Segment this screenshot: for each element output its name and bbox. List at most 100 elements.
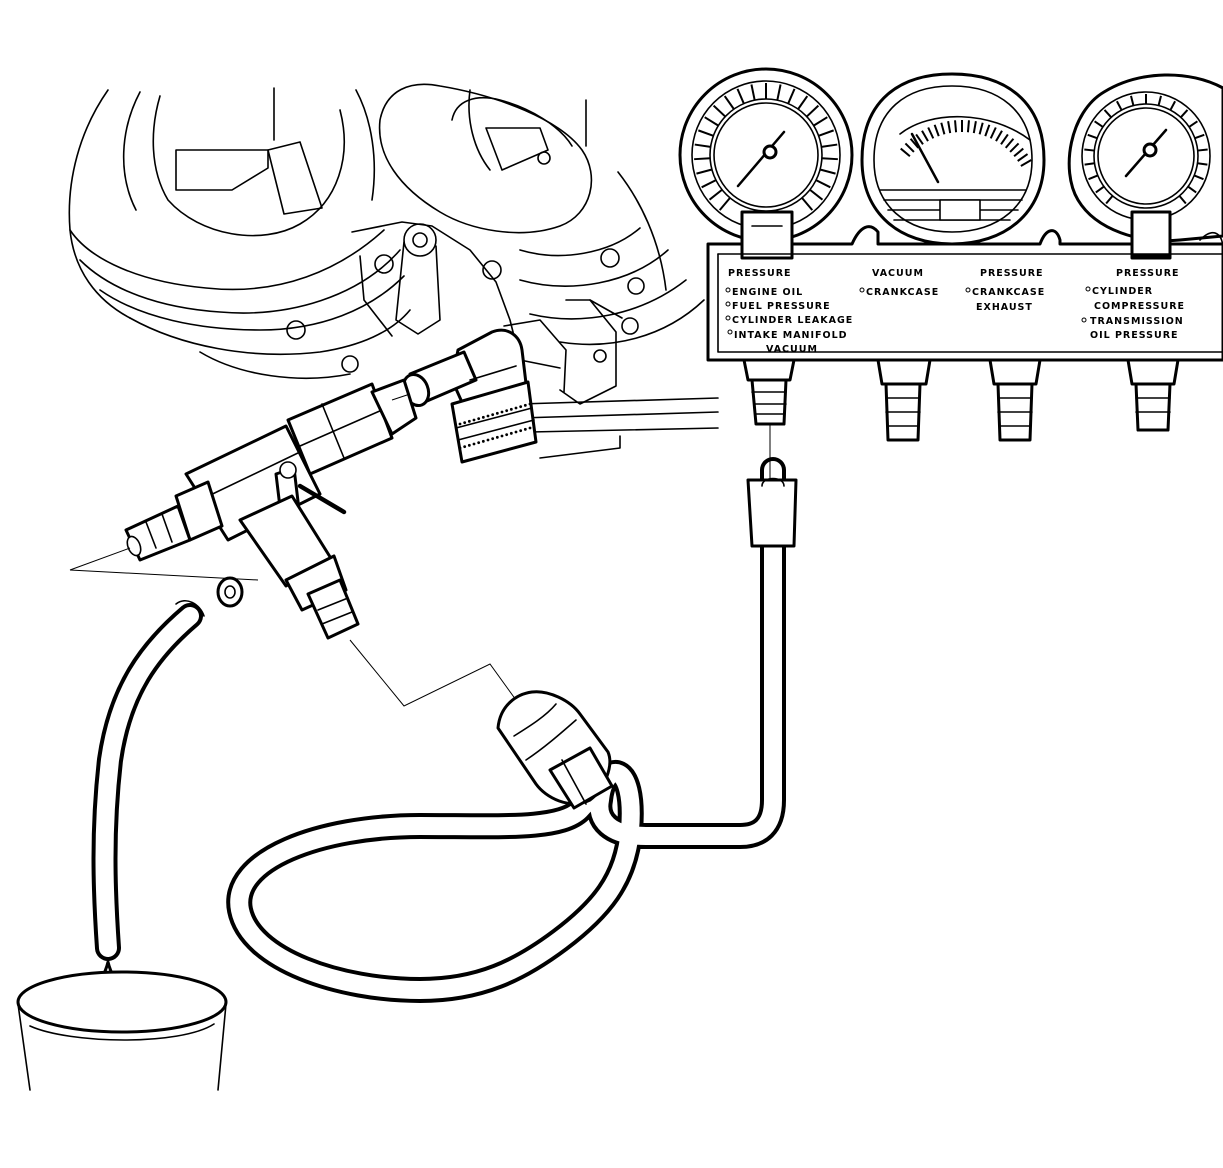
port-barb-2 [876, 358, 932, 442]
dial-tick [801, 197, 814, 211]
dial-tick [954, 120, 958, 133]
pressure-heading-3: PRESSURE [1116, 268, 1180, 279]
elbow-adapter [401, 328, 538, 464]
knurl-dot [528, 426, 532, 430]
label-vacuum-sub: VACUUM [766, 344, 818, 355]
pressure-heading-2: PRESSURE [980, 268, 1044, 279]
dial-tick [750, 84, 756, 101]
gauge-manifold: PRESSURE VACUUM PRESSURE PRESSURE ENGINE… [678, 67, 1223, 442]
dial-tick [1197, 162, 1208, 166]
label-transmission: TRANSMISSION [1090, 316, 1184, 327]
knurl-dot [491, 437, 495, 441]
dial-tick [694, 157, 711, 161]
dial-tick [927, 127, 935, 139]
right-dial-ticks [1084, 94, 1208, 205]
dial-tick [821, 143, 838, 148]
knurl-dot [523, 403, 527, 407]
label-engine-oil: ENGINE OIL [732, 287, 803, 298]
dial-tick [1013, 147, 1024, 158]
knurl-dot [486, 438, 490, 442]
knurl-dot [481, 439, 485, 443]
dial-tick [736, 88, 745, 104]
dial-tick [696, 168, 713, 175]
gauge-hose [226, 424, 798, 1003]
label-fuel-pressure: FUEL PRESSURE [732, 301, 831, 312]
dial-tick [1188, 120, 1198, 128]
dial-tick [984, 124, 991, 137]
dial-tick [940, 122, 946, 135]
dial-tick [1180, 109, 1189, 119]
dial-tick [1130, 95, 1135, 106]
dial-tick [966, 120, 970, 133]
knurl-dot [467, 419, 471, 423]
label-exhaust: EXHAUST [976, 302, 1033, 313]
dial-tick [797, 95, 809, 110]
pressure-heading-1: PRESSURE [728, 268, 792, 279]
knurl-dot [491, 413, 495, 417]
dial-tick [1197, 148, 1208, 152]
panel-labels: PRESSURE VACUUM PRESSURE PRESSURE ENGINE… [725, 268, 1185, 355]
dial-tick [1088, 174, 1099, 181]
dial-tick [933, 124, 940, 137]
dial-tick [787, 88, 796, 104]
dial-tick [694, 143, 711, 148]
knurl-dot [509, 431, 513, 435]
dial-tick [1087, 133, 1098, 140]
quick-coupler [496, 690, 614, 810]
knurl-dot [500, 434, 504, 438]
dial-tick [904, 142, 915, 153]
knurl-dot [500, 410, 504, 414]
dial-tick [1178, 195, 1187, 205]
dial-tick [1169, 100, 1176, 111]
dial-tick [989, 127, 997, 139]
left-dial-ticks [694, 83, 838, 211]
knurl-dot [463, 421, 467, 425]
dial-tick [1095, 185, 1105, 194]
knurl-dot [514, 430, 518, 434]
dial-tick [1187, 185, 1197, 194]
knurl-dot [477, 417, 481, 421]
knurl-dot [505, 433, 509, 437]
knurl-dot [505, 409, 509, 413]
knurl-dot [463, 445, 467, 449]
drain-hose [91, 600, 205, 961]
dial-tick [1017, 153, 1029, 162]
dial-tick [1193, 174, 1204, 181]
dial-tick [712, 104, 726, 118]
dial-tick [909, 138, 920, 149]
pressure-gauge-left [678, 67, 854, 260]
dial-tick [776, 84, 782, 101]
knurl-dots [458, 402, 532, 450]
label-crankcase-pressure: CRANKCASE [972, 287, 1045, 298]
dial-tick [809, 188, 824, 201]
dial-tick [1103, 109, 1112, 119]
label-cylinder-leakage: CYLINDER LEAKAGE [732, 315, 853, 326]
knurl-dot [509, 407, 513, 411]
knurl-dot [519, 429, 523, 433]
vacuum-gauge-center [860, 72, 1046, 246]
pressure-gauge-right [1067, 73, 1223, 258]
knurl-dot [486, 414, 490, 418]
knurl-dot [495, 435, 499, 439]
dial-tick [1000, 133, 1009, 145]
port-barb-3 [988, 358, 1042, 442]
port-barb-4 [1126, 358, 1180, 432]
dial-tick [1084, 162, 1095, 166]
label-crankcase-vacuum: CRANKCASE [866, 287, 939, 298]
dial-tick [818, 129, 834, 137]
center-dial-ticks [900, 120, 1032, 167]
label-cylinder: CYLINDER [1092, 286, 1153, 297]
label-compressure: COMPRESSURE [1094, 301, 1185, 312]
dial-tick [972, 121, 977, 134]
dial-tick [718, 197, 731, 211]
collection-cup [16, 970, 228, 1091]
dial-tick [813, 116, 828, 127]
dial-tick [1157, 95, 1162, 106]
dial-tick [1020, 159, 1032, 167]
engine-block [68, 83, 719, 459]
dial-tick [815, 179, 831, 189]
dial-tick [1116, 100, 1123, 111]
dial-tick [1084, 148, 1095, 152]
dial-tick [704, 116, 719, 127]
